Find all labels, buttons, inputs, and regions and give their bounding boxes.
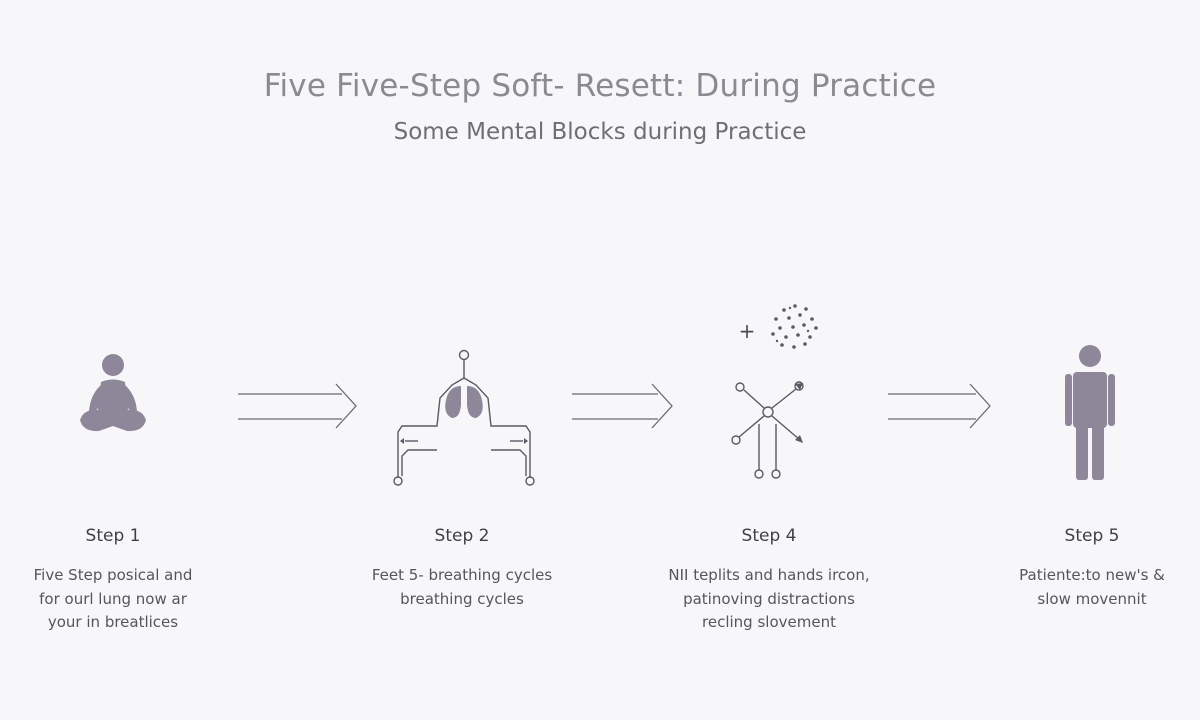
step-2-line: breathing cycles <box>400 589 524 608</box>
step-4-line: recling slovement <box>702 613 836 631</box>
step-4-line: NII teplits and hands ircon, <box>668 566 870 584</box>
meditation-icon <box>80 354 146 432</box>
step-2-description: Feet 5- breathing cycles breathing cycle… <box>332 564 592 611</box>
step-5-line: slow movennit <box>1037 589 1147 608</box>
step-2-label: Step 2 <box>434 526 490 546</box>
step-4-label: Step 4 <box>741 526 797 546</box>
step-1-label: Step 1 <box>85 526 141 546</box>
step-2-line: Feet 5- breathing cycles <box>371 566 553 584</box>
scattered-attention-icon: + <box>731 304 818 479</box>
step-4-line: patinoving distractions <box>683 589 855 608</box>
page-title: Five Five-Step Soft- Resett: During Prac… <box>263 68 937 104</box>
lungs-icon <box>393 349 535 486</box>
step-1-line: for ourl lung now ar <box>39 589 187 608</box>
flow-arrow-3 <box>888 383 991 429</box>
page-subtitle: Some Mental Blocks during Practice <box>393 119 807 145</box>
step-5-label: Step 5 <box>1064 526 1120 546</box>
step-1-line: your in breatlices <box>47 613 179 631</box>
dots-cluster-icon <box>771 304 818 349</box>
step-1-line: Five Step posical and <box>33 566 193 584</box>
flow-arrow-2 <box>572 383 673 429</box>
step-5-line: Patiente:to new's & <box>1019 566 1165 584</box>
standing-person-icon <box>1065 345 1115 480</box>
step-1-description: Five Step posical and for ourl lung now … <box>0 564 243 635</box>
flow-arrow-1 <box>238 383 357 429</box>
plus-symbol: + <box>739 319 756 343</box>
step-5-description: Patiente:to new's & slow movennit <box>962 564 1200 611</box>
step-4-description: NII teplits and hands ircon, patinoving … <box>639 564 899 635</box>
